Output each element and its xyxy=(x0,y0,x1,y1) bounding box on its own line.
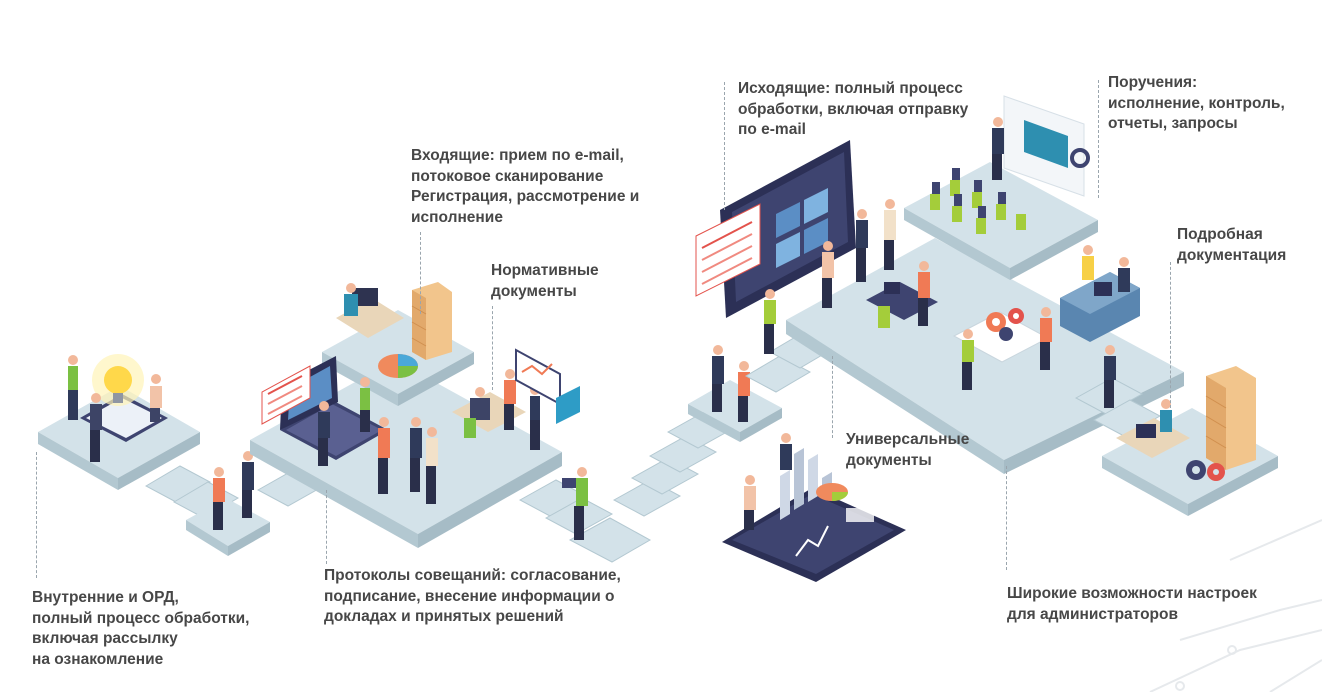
desk-workers xyxy=(866,245,1140,390)
label-incoming: Входящие: прием по e-mail, потоковое ска… xyxy=(411,147,640,226)
leader-internal xyxy=(36,452,37,578)
monitor-icon xyxy=(695,140,856,318)
platform-meeting xyxy=(688,345,782,442)
circuit-decoration xyxy=(1149,519,1322,692)
leader-incoming xyxy=(420,232,421,314)
platform-assignments xyxy=(904,95,1098,280)
people-icon xyxy=(764,199,896,354)
label-admin-settings: Широкие возможности настроек для админис… xyxy=(1007,585,1257,623)
laptop-icon xyxy=(261,356,388,460)
leader-protocols xyxy=(326,490,327,564)
label-outgoing: Исходящие: полный процесс обработки, вкл… xyxy=(738,80,969,138)
leader-admin-settings xyxy=(1006,466,1007,570)
label-normative: Нормативные документы xyxy=(491,262,599,300)
people-icon xyxy=(562,467,588,540)
tablet-universal xyxy=(722,433,906,582)
lightbulb-icon xyxy=(92,354,144,406)
people-icon xyxy=(68,355,162,462)
file-cabinet-icon xyxy=(411,282,452,360)
platform-internal xyxy=(38,354,200,490)
people-icon xyxy=(1104,345,1116,408)
file-cabinet-icon xyxy=(1205,366,1256,470)
gear-icon xyxy=(1186,460,1225,481)
leader-detailed-docs xyxy=(1170,262,1171,408)
leader-universal xyxy=(832,356,833,438)
leader-normative xyxy=(492,306,493,390)
pie-chart-icon xyxy=(378,354,418,378)
people-icon xyxy=(318,377,438,504)
normative-desk xyxy=(452,348,580,450)
platform-handshake xyxy=(186,451,270,556)
leader-outgoing xyxy=(724,82,725,210)
label-internal: Внутренние и ОРД, полный процесс обработ… xyxy=(32,589,250,668)
label-universal: Универсальные документы xyxy=(846,431,970,469)
label-assignments: Поручения: исполнение, контроль, отчеты,… xyxy=(1108,74,1285,132)
gear-icon xyxy=(986,308,1024,341)
platform-incoming xyxy=(322,282,474,406)
label-protocols: Протоколы совещаний: согласование, подпи… xyxy=(324,567,621,625)
leader-assignments xyxy=(1098,80,1099,198)
platform-detailed-docs xyxy=(1102,366,1278,516)
label-detailed-docs: Подробная документация xyxy=(1177,226,1287,264)
